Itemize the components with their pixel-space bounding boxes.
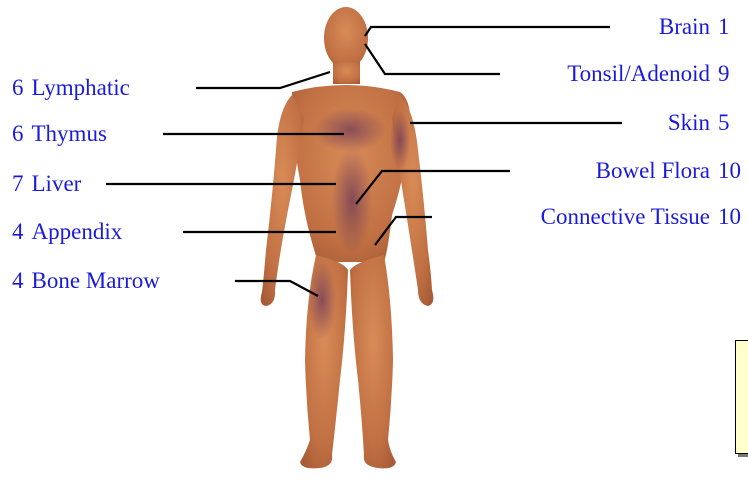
label-bowel-flora: Bowel Flora 10 xyxy=(596,158,748,184)
label-text: Appendix xyxy=(32,219,123,244)
label-text: Liver xyxy=(32,171,82,196)
label-number: 6 xyxy=(12,121,24,147)
label-number: 7 xyxy=(12,171,24,197)
label-number: 4 xyxy=(12,219,24,245)
label-number: 1 xyxy=(718,14,748,40)
label-number: 9 xyxy=(718,61,748,87)
label-text: Tonsil/Adenoid xyxy=(567,61,710,86)
line-tonsil xyxy=(365,44,500,74)
abdomen-shade xyxy=(332,145,372,255)
label-text: Skin xyxy=(668,110,710,135)
thigh-shade xyxy=(308,260,336,340)
label-appendix: 4 Appendix xyxy=(12,219,122,245)
line-brain xyxy=(365,27,610,36)
head xyxy=(324,7,368,69)
line-bone-marrow xyxy=(235,281,318,296)
human-figure xyxy=(261,7,434,468)
label-thymus: 6 Thymus xyxy=(12,121,107,147)
label-number: 10 xyxy=(718,158,748,184)
label-bone-marrow: 4 Bone Marrow xyxy=(12,268,160,294)
shoulder-shade xyxy=(390,110,410,170)
label-text: Thymus xyxy=(32,121,107,146)
label-lymphatic: 6 Lymphatic xyxy=(12,75,130,101)
neck xyxy=(333,62,360,84)
label-skin: Skin 5 xyxy=(668,110,748,136)
line-lymphatic xyxy=(196,72,330,88)
label-text: Brain xyxy=(659,14,710,39)
left-arm xyxy=(261,95,304,306)
label-number: 10 xyxy=(718,204,748,230)
label-text: Bone Marrow xyxy=(32,268,160,293)
label-text: Lymphatic xyxy=(32,75,130,100)
label-connective-tissue: Connective Tissue 10 xyxy=(541,204,748,230)
note-box xyxy=(735,340,748,454)
label-text: Connective Tissue xyxy=(541,204,710,229)
label-number: 6 xyxy=(12,75,24,101)
label-brain: Brain 1 xyxy=(659,14,748,40)
right-leg xyxy=(350,255,396,468)
label-liver: 7 Liver xyxy=(12,171,81,197)
label-number: 5 xyxy=(718,110,748,136)
label-number: 4 xyxy=(12,268,24,294)
label-tonsil-adenoid: Tonsil/Adenoid 9 xyxy=(567,61,748,87)
label-text: Bowel Flora xyxy=(596,158,710,183)
